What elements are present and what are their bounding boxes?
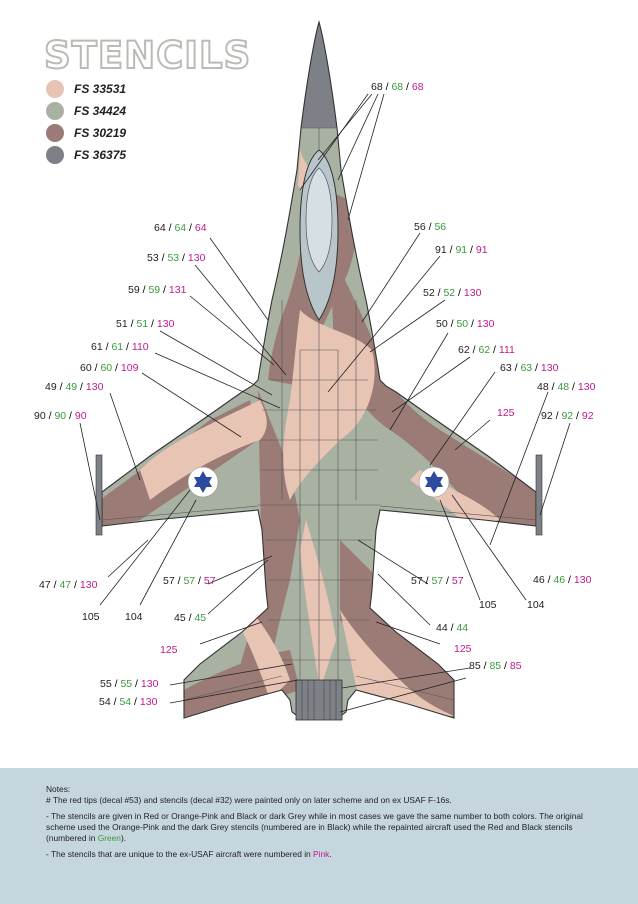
stencil-label-62: 62 / 62 / 111 [458, 344, 515, 356]
stencil-label-91: 91 / 91 / 91 [435, 244, 488, 256]
stencil-label-51: 51 / 51 / 130 [116, 318, 175, 330]
stencil-label-57-right: 57 / 57 / 57 [411, 575, 464, 587]
stencil-label-90: 90 / 90 / 90 [34, 410, 87, 422]
stencil-label-49: 49 / 49 / 130 [45, 381, 104, 393]
legend-label: FS 33531 [74, 82, 127, 96]
notes-panel: Notes: # The red tips (decal #53) and st… [0, 768, 638, 904]
stencil-label-52: 52 / 52 / 130 [423, 287, 482, 299]
note-red-tips: # The red tips (decal #53) and stencils … [46, 795, 452, 805]
legend-item-fs30219: FS 30219 [46, 123, 126, 143]
note-stencil-colors: - The stencils are given in Red or Orang… [46, 811, 583, 843]
aircraft-plan-view [79, 19, 571, 721]
stencil-label-53: 53 / 53 / 130 [147, 252, 206, 264]
stencil-label-125-upper: 125 [497, 407, 515, 419]
legend-item-fs34424: FS 34424 [46, 101, 126, 121]
swatch-fs34424 [46, 102, 64, 120]
stencil-label-59: 59 / 59 / 131 [128, 284, 187, 296]
stencil-label-68: 68 / 68 / 68 [371, 81, 424, 93]
stencil-label-104-left: 104 [125, 611, 143, 623]
camouflage [102, 22, 536, 718]
stencil-label-105-left: 105 [82, 611, 100, 623]
legend-label: FS 34424 [74, 104, 127, 118]
stencil-label-54: 54 / 54 / 130 [99, 696, 158, 708]
stencil-label-125-right: 125 [454, 643, 472, 655]
stencil-label-55: 55 / 55 / 130 [100, 678, 159, 690]
legend-label: FS 36375 [74, 148, 127, 162]
stencil-label-63: 63 / 63 / 130 [500, 362, 559, 374]
stencil-label-57-left: 57 / 57 / 57 [163, 575, 216, 587]
stencil-label-125-left: 125 [160, 644, 178, 656]
leader-lines [79, 93, 571, 713]
stencil-label-85: 85 / 85 / 85 [469, 660, 522, 672]
stencil-label-47: 47 / 47 / 130 [39, 579, 98, 591]
stencil-label-92: 92 / 92 / 92 [541, 410, 594, 422]
swatch-fs30219 [46, 124, 64, 142]
roundel-left [187, 466, 219, 498]
stencil-label-56: 56 / 56 [414, 221, 447, 233]
stencil-label-46: 46 / 46 / 130 [533, 574, 592, 586]
stencil-label-44: 44 / 44 [436, 622, 469, 634]
stencil-label-64: 64 / 64 / 64 [154, 222, 207, 234]
stencil-label-105-right: 105 [479, 599, 497, 611]
swatch-fs33531 [46, 80, 64, 98]
stencil-label-61: 61 / 61 / 110 [91, 341, 149, 353]
stencil-label-48: 48 / 48 / 130 [537, 381, 596, 393]
swatch-fs36375 [46, 146, 64, 164]
stencil-label-104-right: 104 [527, 599, 545, 611]
notes-heading: Notes: [46, 784, 71, 794]
stencil-label-45: 45 / 45 [174, 612, 207, 624]
legend-item-fs33531: FS 33531 [46, 79, 126, 99]
roundel-right [418, 466, 450, 498]
legend-label: FS 30219 [74, 126, 127, 140]
stencil-label-50: 50 / 50 / 130 [436, 318, 495, 330]
page-title: STENCILS [43, 33, 252, 78]
legend-item-fs36375: FS 36375 [46, 145, 126, 165]
stencil-label-60: 60 / 60 / 109 [80, 362, 139, 374]
note-ex-usaf: - The stencils that are unique to the ex… [46, 849, 332, 859]
